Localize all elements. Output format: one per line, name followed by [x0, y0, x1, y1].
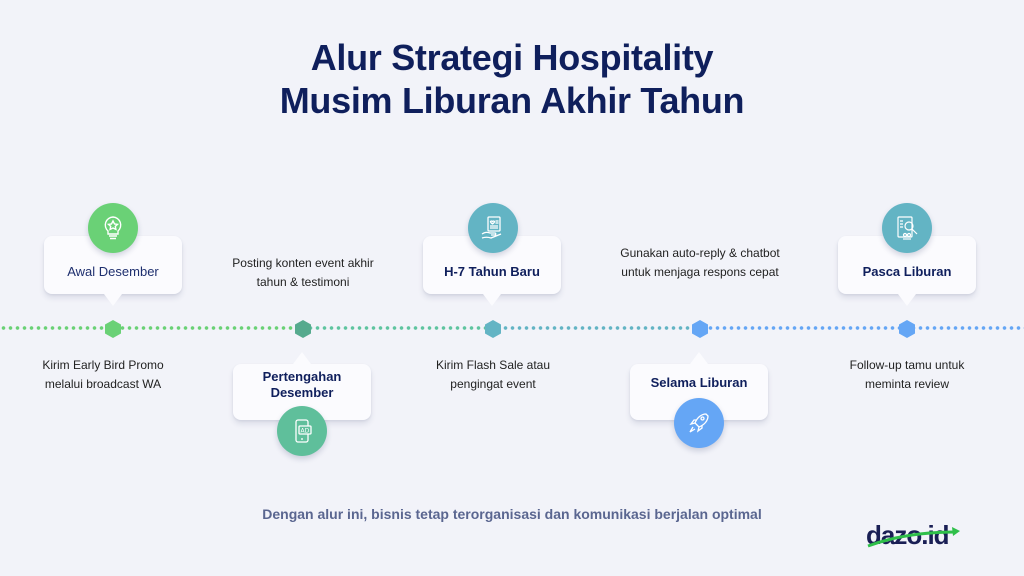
timeline-node-1	[105, 320, 121, 338]
stage-label: Selama Liburan	[650, 375, 748, 390]
timeline-node-2	[295, 320, 311, 338]
footer-note: Dengan alur ini, bisnis tetap terorganis…	[262, 506, 762, 522]
stage-label: H-7 Tahun Baru	[444, 264, 540, 279]
stage-description: Posting konten event akhir tahun & testi…	[232, 256, 374, 289]
stage-label: Awal Desember	[67, 264, 159, 279]
stage-description: Kirim Early Bird Promo melalui broadcast…	[42, 358, 164, 391]
timeline-node-3	[485, 320, 501, 338]
mobile-ad-icon: AD	[277, 406, 327, 456]
stage-description: Gunakan auto-reply & chatbot untuk menja…	[620, 246, 780, 279]
timeline-line	[0, 326, 1024, 330]
lightbulb-star-icon	[88, 203, 138, 253]
svg-text:AD: AD	[301, 428, 310, 435]
title-line-2: Musim Liburan Akhir Tahun	[279, 80, 745, 121]
title-line-1: Alur Strategi Hospitality	[310, 37, 714, 78]
stage-card-pertengahan-desember: Pertengahan Desember	[233, 352, 371, 420]
page-title: Alur Strategi Hospitality Musim Liburan …	[0, 36, 1024, 122]
stage-description: Kirim Flash Sale atau pengingat event	[435, 358, 551, 391]
dazo-logo: dazo.id	[866, 520, 976, 552]
stage-label: Pasca Liburan	[862, 264, 952, 279]
logo-arrow-icon	[867, 527, 960, 548]
stage-description: Follow-up tamu untuk meminta review	[849, 358, 965, 391]
hand-document-icon	[468, 203, 518, 253]
timeline-node-4	[692, 320, 708, 338]
review-search-icon	[882, 203, 932, 253]
stage-card-h7-tahun-baru: H-7 Tahun Baru	[423, 236, 561, 306]
timeline-node-5	[899, 320, 915, 338]
stage-label: Pertengahan Desember	[262, 369, 342, 400]
rocket-icon	[674, 398, 724, 448]
